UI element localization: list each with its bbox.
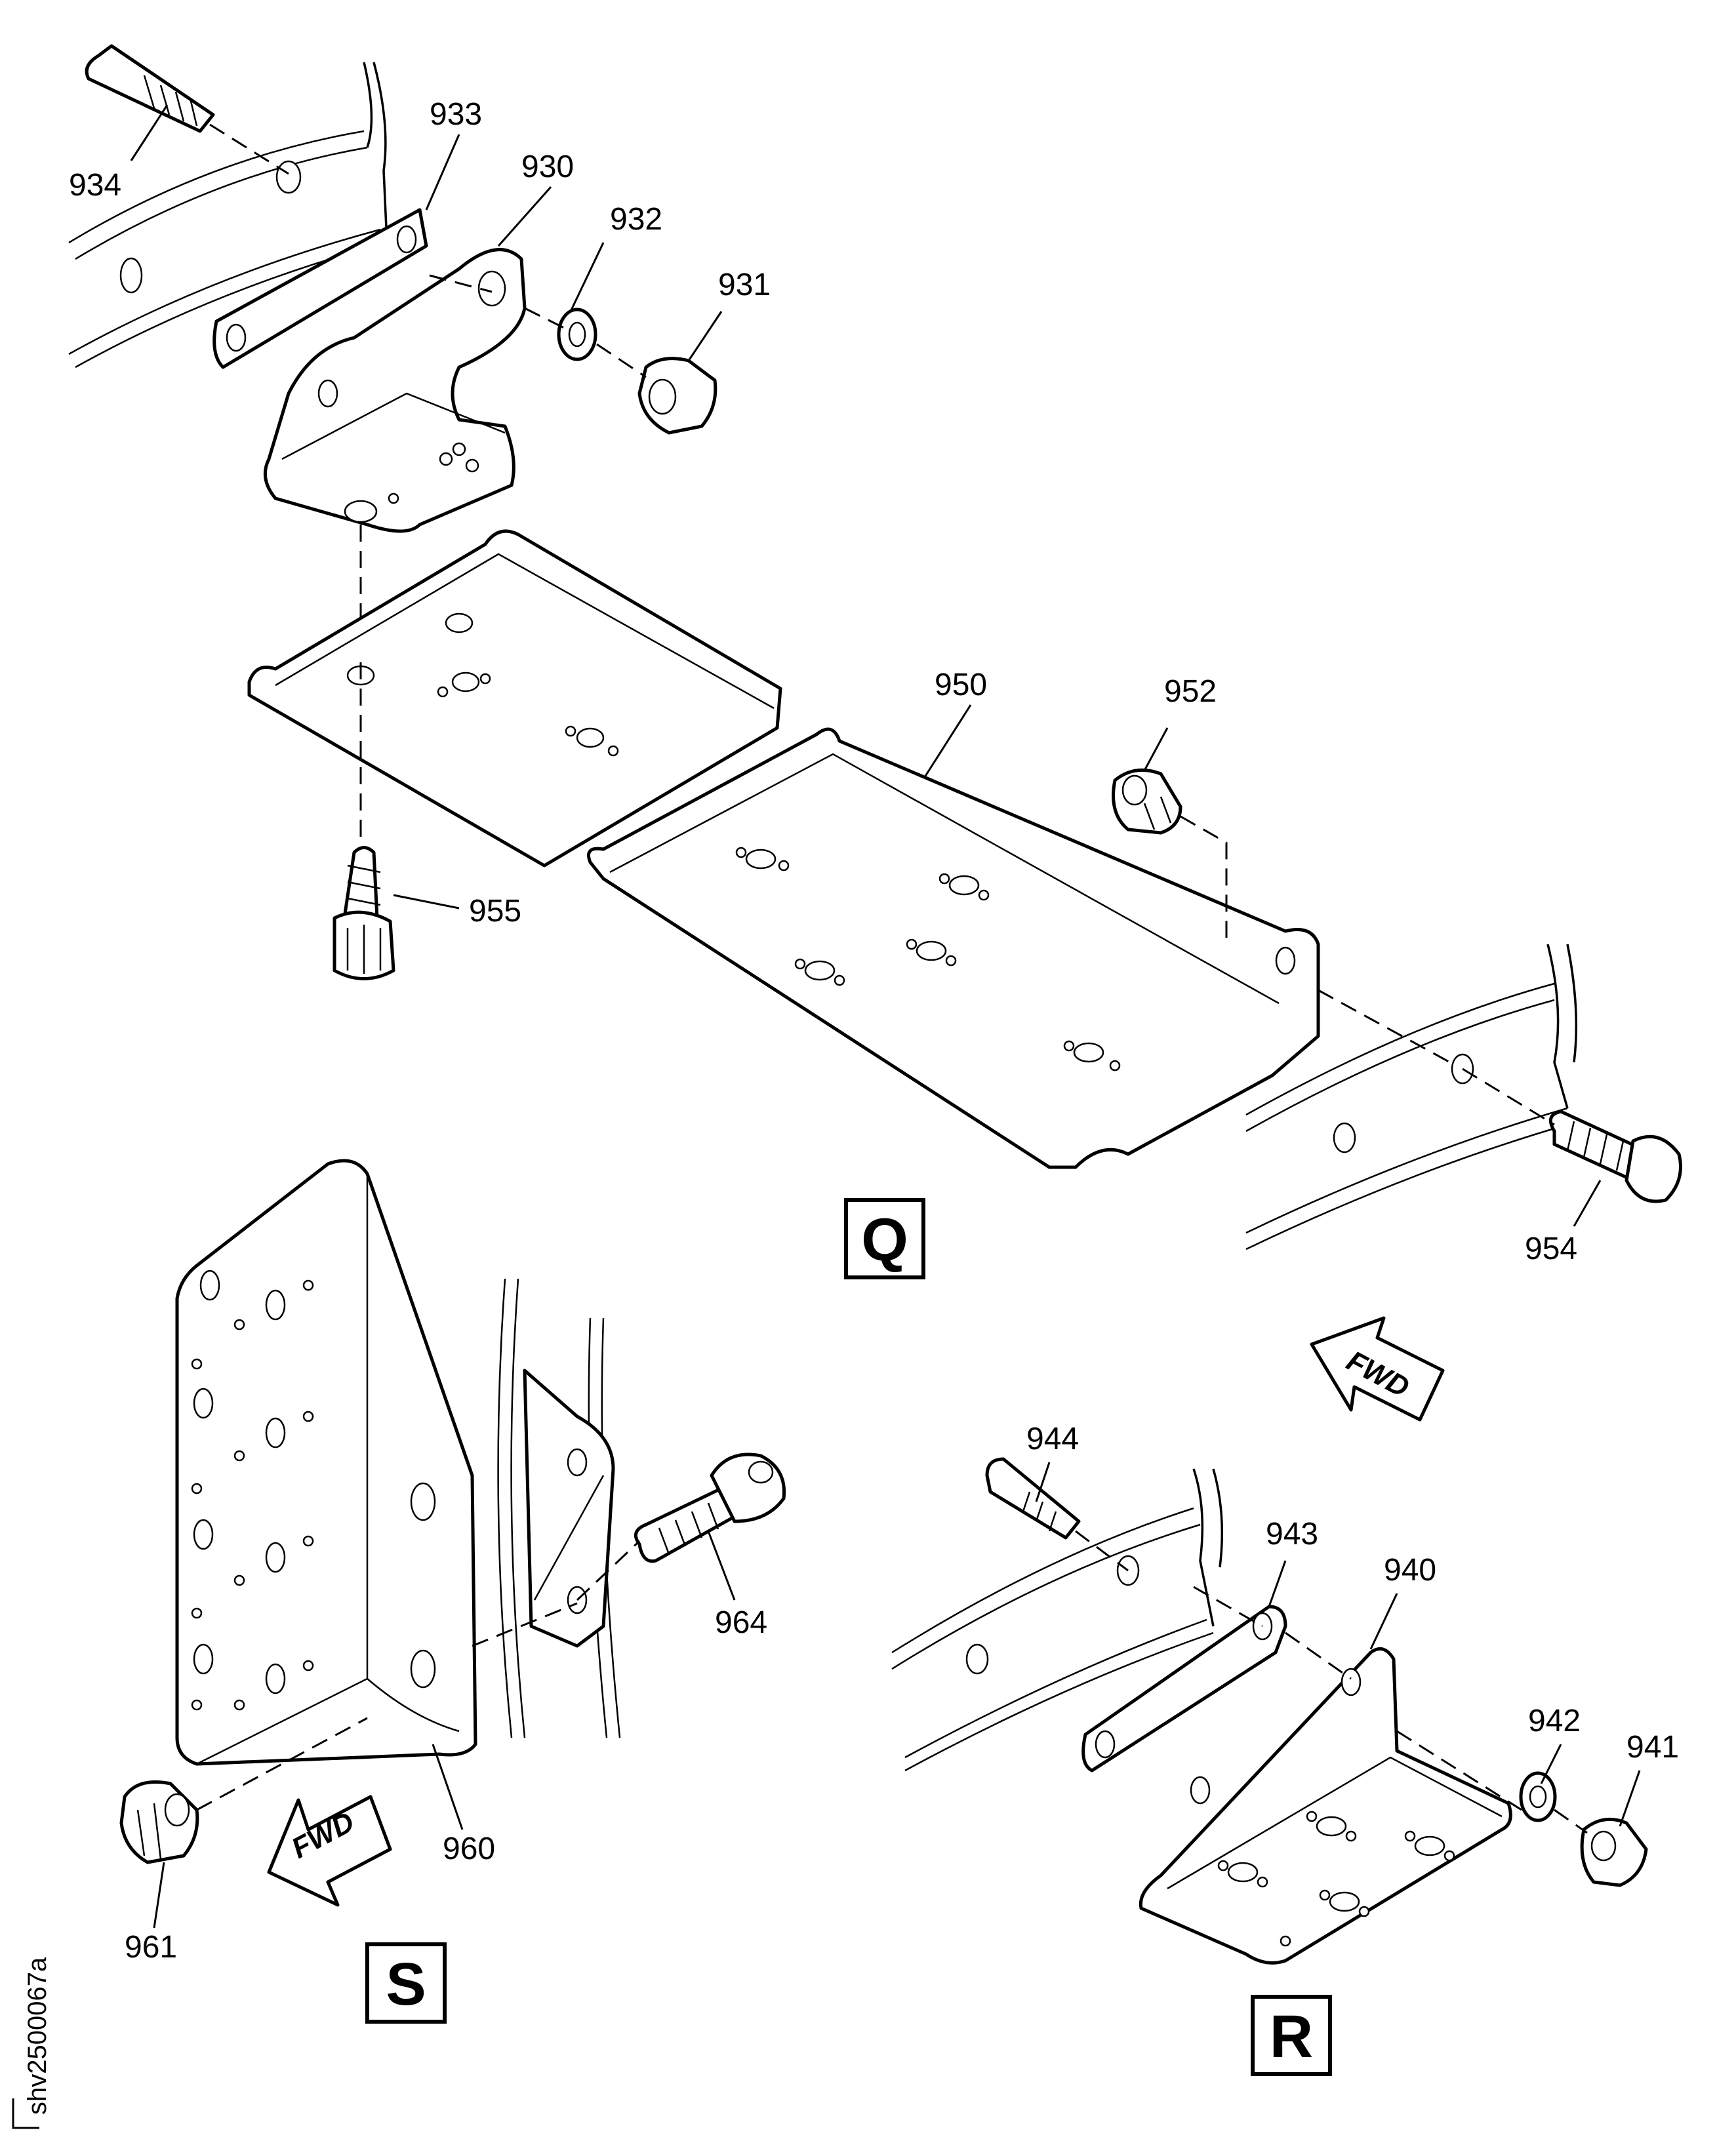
nut-931 <box>596 343 717 435</box>
callout-934: 934 <box>69 168 121 203</box>
bracket-960-holes <box>191 1270 436 1711</box>
washer-942 <box>1519 1771 1557 1822</box>
callout-941: 941 <box>1626 1730 1679 1765</box>
view-s: FWD <box>119 1159 786 1929</box>
callout-930: 930 <box>521 150 574 184</box>
callout-942: 942 <box>1528 1704 1581 1738</box>
frame-ring-segment-r <box>891 1468 1224 1772</box>
frame-segment-s <box>472 1278 621 1738</box>
callout-932: 932 <box>610 202 662 237</box>
view-letter-s: S <box>386 1951 426 2018</box>
nut-941 <box>1554 1809 1648 1887</box>
view-q <box>68 44 1682 1251</box>
frame-ring-segment <box>68 62 388 369</box>
callout-955: 955 <box>469 894 521 929</box>
leaders-r <box>1035 1462 1641 1827</box>
callout-954: 954 <box>1525 1232 1577 1266</box>
view-label-q: Q <box>844 1198 925 1279</box>
figure-id-label: shv2500067a <box>23 1957 52 2115</box>
washer-932 <box>524 307 597 361</box>
callout-940: 940 <box>1384 1553 1436 1588</box>
fwd-arrow-s: FWD <box>267 1795 392 1907</box>
shim-933 <box>212 208 428 369</box>
bracket-960 <box>175 1159 477 1766</box>
nut-961 <box>119 1717 368 1864</box>
view-label-s: S <box>365 1942 447 2024</box>
callout-964: 964 <box>715 1605 767 1640</box>
bolt-954 <box>1462 1068 1682 1203</box>
shim-943 <box>1081 1586 1287 1772</box>
bracket-940 <box>1139 1632 1522 1965</box>
view-letter-r: R <box>1270 2003 1313 2070</box>
screw-944 <box>985 1457 1129 1572</box>
callout-944: 944 <box>1026 1422 1079 1456</box>
callout-961: 961 <box>125 1930 177 1965</box>
view-label-r: R <box>1251 1995 1332 2076</box>
callout-950: 950 <box>935 668 987 702</box>
callout-labels: 934 933 930 932 931 950 952 955 954 944 … <box>69 97 1679 1965</box>
bolt-955 <box>333 662 395 980</box>
screw-934 <box>85 44 289 175</box>
frame-ring-segment-right <box>1245 944 1578 1251</box>
callout-931: 931 <box>718 268 771 302</box>
callout-943: 943 <box>1266 1517 1318 1552</box>
fwd-arrow-r: FWD <box>1310 1316 1445 1422</box>
callout-952: 952 <box>1164 674 1217 709</box>
figure-id: shv2500067a <box>12 1957 52 2129</box>
bracket-930 <box>263 248 527 662</box>
view-r: FWD <box>891 1316 1648 1965</box>
leaders-q <box>130 104 1602 1227</box>
callout-933: 933 <box>430 97 482 132</box>
nut-952 <box>1112 768 1228 938</box>
panel-950 <box>247 529 1320 1169</box>
callout-960: 960 <box>443 1832 495 1866</box>
leaders-s <box>153 1531 736 1929</box>
bolt-964 <box>576 1452 786 1601</box>
view-letter-q: Q <box>861 1207 908 1273</box>
